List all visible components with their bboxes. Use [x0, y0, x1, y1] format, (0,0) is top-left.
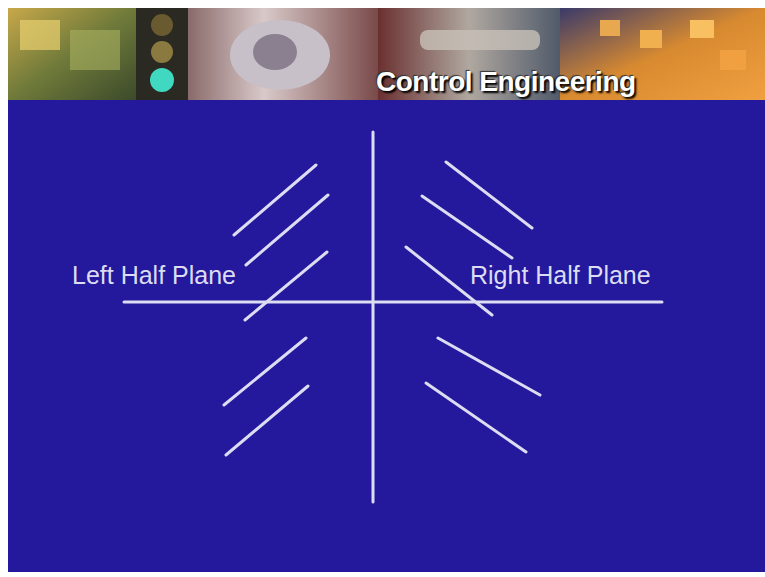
banner-title: Control Engineering — [376, 66, 636, 98]
hatch-line — [422, 196, 512, 258]
region-label: Left Half Plane — [69, 260, 239, 290]
hatching — [224, 162, 540, 455]
hatch-line — [245, 252, 327, 320]
hatch-line — [446, 162, 532, 228]
hatch-line — [426, 383, 526, 452]
hatch-line — [246, 195, 328, 265]
hatch-line — [224, 338, 306, 405]
slide-background — [8, 100, 765, 572]
s-plane-axes — [124, 132, 662, 502]
banner-photo-collage — [8, 8, 765, 100]
hatch-line — [438, 338, 540, 395]
real-axis — [124, 301, 662, 304]
hatch-line — [234, 165, 316, 235]
hatch-line — [226, 386, 308, 455]
region-label: Right Half Plane — [467, 260, 654, 290]
imaginary-axis — [372, 132, 375, 502]
